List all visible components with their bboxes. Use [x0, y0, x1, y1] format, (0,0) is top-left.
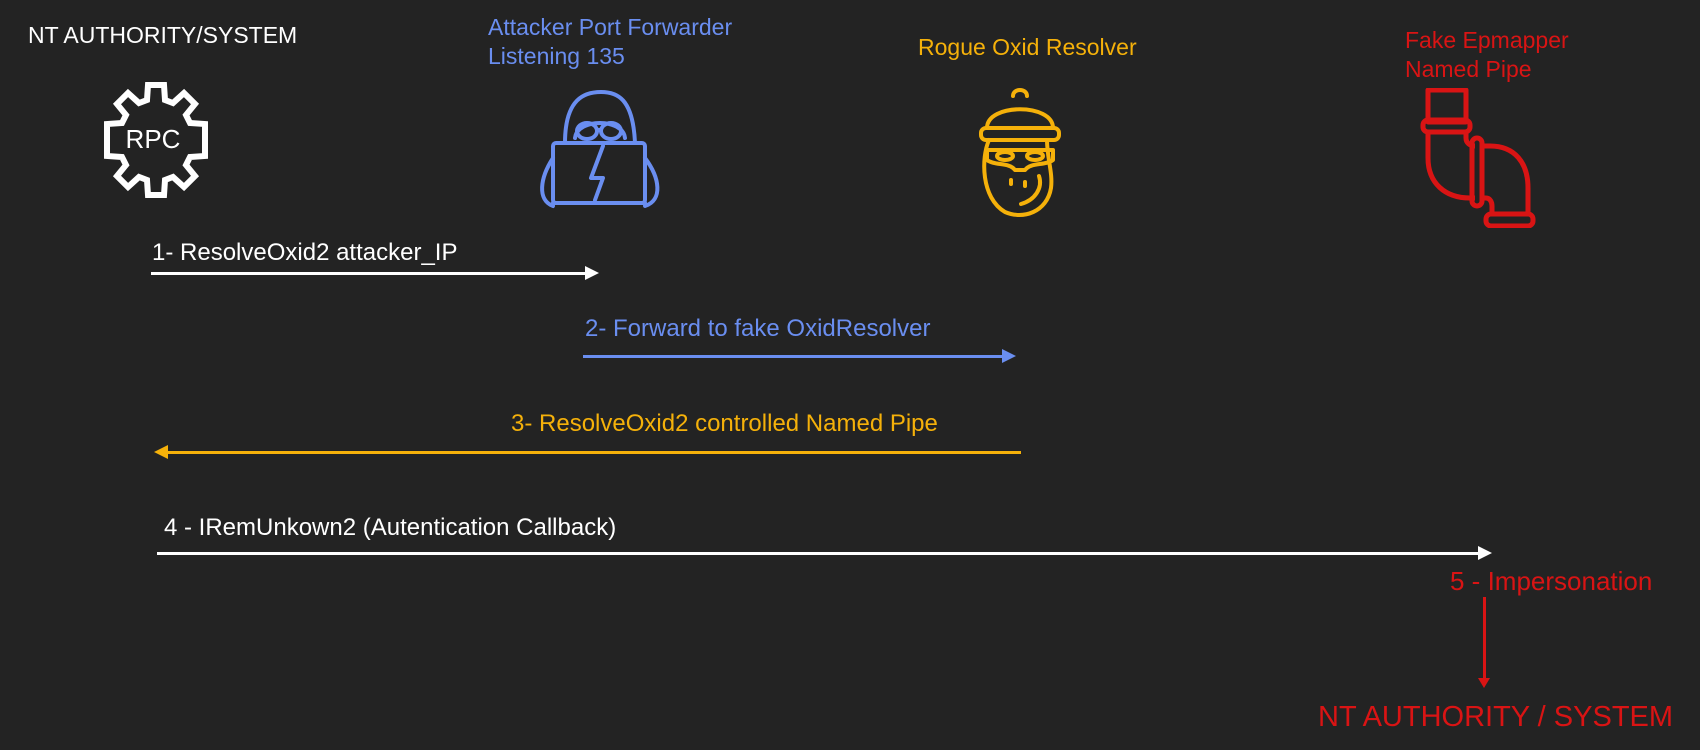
message-5-label: 5 - Impersonation: [1450, 566, 1653, 596]
message-4-arrow: [157, 546, 1492, 560]
result-label: NT AUTHORITY / SYSTEM: [1318, 701, 1674, 733]
actor-title-resolver: Rogue Oxid Resolver: [918, 34, 1137, 60]
actor-title-pipe: Fake Epmapper Named Pipe: [1405, 27, 1569, 82]
gear-icon: RPC: [96, 80, 216, 200]
message-5-arrow: [1478, 597, 1490, 689]
message-3-arrow: [154, 445, 1021, 459]
hacker-laptop-icon: [535, 88, 665, 210]
message-2-label: 2- Forward to fake OxidResolver: [585, 315, 931, 342]
message-2-arrow: [583, 349, 1016, 363]
message-1-arrow: [151, 266, 599, 280]
actor-title-forwarder: Attacker Port Forwarder Listening 135: [488, 14, 733, 69]
actor-title-rpc: NT AUTHORITY/SYSTEM: [28, 22, 298, 48]
masked-robber-icon: [975, 88, 1065, 220]
message-1-label: 1- ResolveOxid2 attacker_IP: [152, 239, 458, 266]
message-3-label: 3- ResolveOxid2 controlled Named Pipe: [511, 410, 938, 437]
gear-icon-text: RPC: [125, 124, 181, 154]
message-4-label: 4 - IRemUnkown2 (Autentication Callback): [164, 514, 617, 541]
pipe-icon: [1420, 88, 1540, 228]
